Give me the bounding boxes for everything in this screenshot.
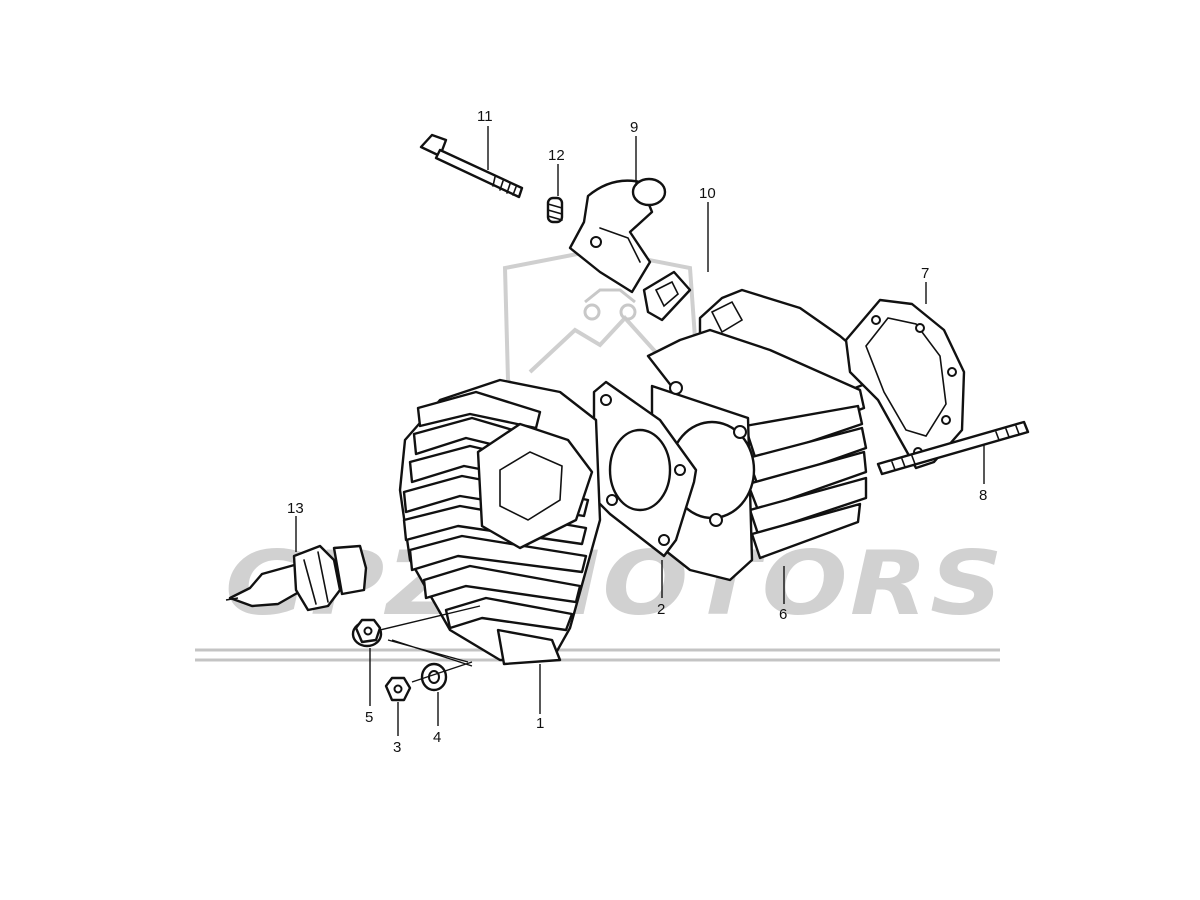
callout-9: 9 — [630, 119, 638, 136]
callout-labels: 11 12 9 10 7 8 1 2 6 13 5 3 4 — [287, 108, 987, 756]
callout-1: 1 — [536, 715, 544, 732]
callout-5: 5 — [365, 709, 373, 726]
part-9-intake-elbow — [568, 177, 667, 294]
part-11-bolt — [419, 133, 524, 199]
callout-12: 12 — [548, 147, 565, 164]
watermark-atv-icon — [583, 288, 637, 321]
part-13-spark-plug — [225, 544, 368, 612]
part-2-gasket — [592, 380, 698, 558]
part-1-cylinder-head — [398, 378, 602, 666]
callout-11: 11 — [477, 108, 493, 125]
callout-6: 6 — [779, 606, 787, 623]
callout-7: 7 — [921, 265, 929, 282]
callout-8: 8 — [979, 487, 987, 504]
fastener-relation-lines — [379, 605, 481, 683]
part-10-gasket — [642, 270, 692, 322]
callout-3: 3 — [393, 739, 401, 756]
watermark-mountain-icon — [528, 315, 672, 374]
part-4-washer — [420, 662, 448, 692]
callout-4: 4 — [433, 729, 441, 746]
part-12-spring — [546, 196, 564, 224]
callout-leaders — [295, 126, 985, 736]
part-3-hex-nut — [384, 676, 412, 702]
callout-13: 13 — [287, 500, 304, 517]
part-8-stud — [876, 420, 1030, 476]
callout-10: 10 — [699, 185, 716, 202]
part-5-flange-nut — [351, 618, 383, 648]
callout-2: 2 — [657, 601, 665, 618]
